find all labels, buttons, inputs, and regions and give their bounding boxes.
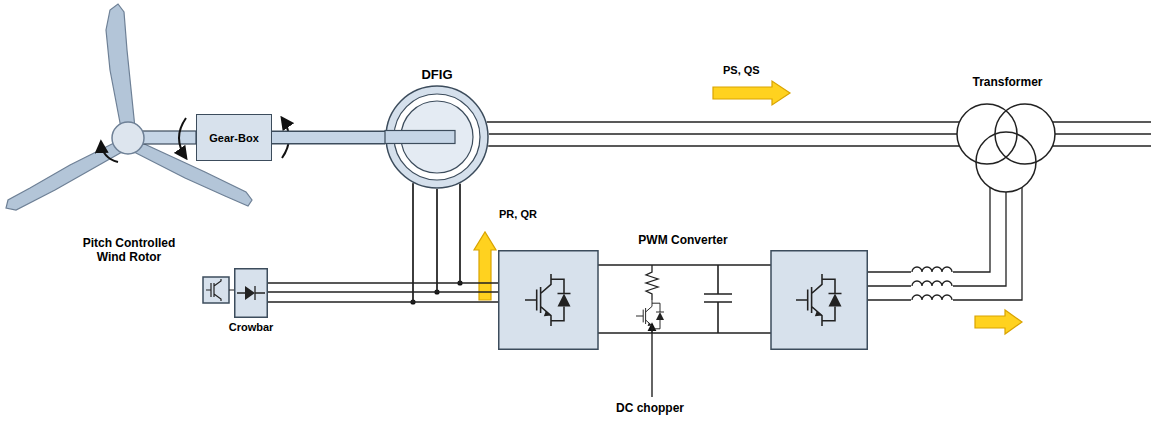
- phase-wire: [487, 121, 960, 122]
- phase-wire: [868, 187, 1022, 300]
- shaft-outline: [272, 131, 385, 145]
- part-label: DC chopper: [615, 401, 685, 415]
- crowbar-box: Crowbar: [234, 268, 268, 333]
- phase-wire: [489, 133, 957, 134]
- converter-group-outline: [498, 250, 868, 350]
- rotation-arrow: [101, 142, 118, 162]
- grid-wiring: [868, 187, 1022, 300]
- phase-wire: [868, 192, 1006, 286]
- power-arrow: [474, 232, 496, 300]
- shaft-body: [272, 132, 385, 143]
- crowbar-wiring: [268, 183, 460, 302]
- main-shaft: [140, 131, 196, 144]
- grid-lines: [1053, 122, 1151, 146]
- leader-line: [651, 324, 652, 397]
- node-title: Transformer: [972, 75, 1042, 89]
- rotation-arrow: [179, 118, 186, 158]
- gearbox-box: Gear-Box: [196, 114, 272, 161]
- rotor-label: Pitch Controlled Wind Rotor: [68, 236, 190, 264]
- inductor-symbol: [912, 281, 952, 286]
- crowbar-switch: [203, 277, 234, 303]
- power-label: PS, QS: [722, 64, 761, 76]
- node-title: Crowbar: [229, 321, 274, 333]
- igbt-symbol: [636, 300, 664, 332]
- phase-wire: [868, 187, 990, 272]
- capacitor-symbol: [704, 265, 732, 333]
- resistor-symbol: [646, 265, 658, 333]
- converter-drawing: [499, 251, 868, 350]
- phase-wire: [268, 189, 437, 292]
- igbt-symbol: [796, 274, 842, 326]
- node-title: DFIG: [421, 67, 452, 82]
- node-title: Gear-Box: [209, 132, 259, 144]
- power-arrow: [975, 310, 1022, 334]
- igbt-symbol: [525, 274, 571, 326]
- phase-wire: [268, 183, 413, 302]
- generator-circle: DFIG: [385, 67, 489, 189]
- generator-circle-outline: [385, 85, 489, 189]
- transformer-symbol-outline: [955, 92, 1060, 192]
- phase-wire: [268, 184, 460, 283]
- rotor-wiring: [413, 183, 498, 302]
- rotor-hub: [112, 122, 144, 154]
- stator-lines: [487, 122, 960, 146]
- blade: [106, 4, 135, 128]
- phase-wire: [437, 189, 498, 292]
- node-title: PWM Converter: [638, 233, 727, 247]
- power-arrow: [713, 81, 790, 105]
- drive-shaft: [272, 137, 385, 138]
- phase-wire: [413, 183, 498, 302]
- crowbar-box-outline: [234, 268, 268, 318]
- rotor-blades: [6, 4, 252, 210]
- blade: [6, 142, 122, 210]
- transformer-symbol: Transformer: [955, 75, 1060, 192]
- phase-wire: [460, 184, 498, 283]
- power-label: PR, QR: [498, 208, 538, 220]
- phase-wire: [488, 145, 959, 146]
- inductor-symbol: [912, 267, 952, 272]
- inductor-symbol: [912, 295, 952, 300]
- converter-group: PWM Converter: [498, 233, 868, 350]
